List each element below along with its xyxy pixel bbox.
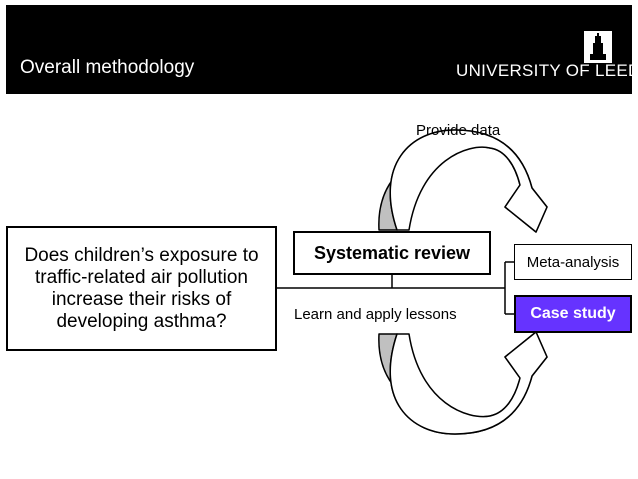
case-study-label: Case study bbox=[530, 305, 616, 322]
university-tower-crest-icon bbox=[584, 31, 612, 63]
header-bar bbox=[6, 5, 632, 94]
research-question-box: Does children’s exposure to traffic-rela… bbox=[6, 226, 277, 351]
curved-arrow-up-icon bbox=[378, 331, 548, 435]
case-study-box: Case study bbox=[514, 295, 632, 333]
university-logo-text: UNIVERSITY OF LEEDS bbox=[456, 61, 638, 80]
research-question-text: Does children’s exposure to traffic-rela… bbox=[24, 244, 259, 332]
meta-analysis-box: Meta-analysis bbox=[514, 244, 632, 280]
curved-arrow-down-icon bbox=[378, 129, 548, 233]
learn-apply-lessons-label: Learn and apply lessons bbox=[294, 306, 457, 323]
systematic-review-label: Systematic review bbox=[313, 242, 471, 263]
systematic-review-box: Systematic review bbox=[293, 231, 491, 275]
slide-title: Overall methodology bbox=[20, 57, 195, 78]
provide-data-label: Provide data bbox=[416, 122, 501, 139]
meta-analysis-label: Meta-analysis bbox=[526, 253, 620, 271]
